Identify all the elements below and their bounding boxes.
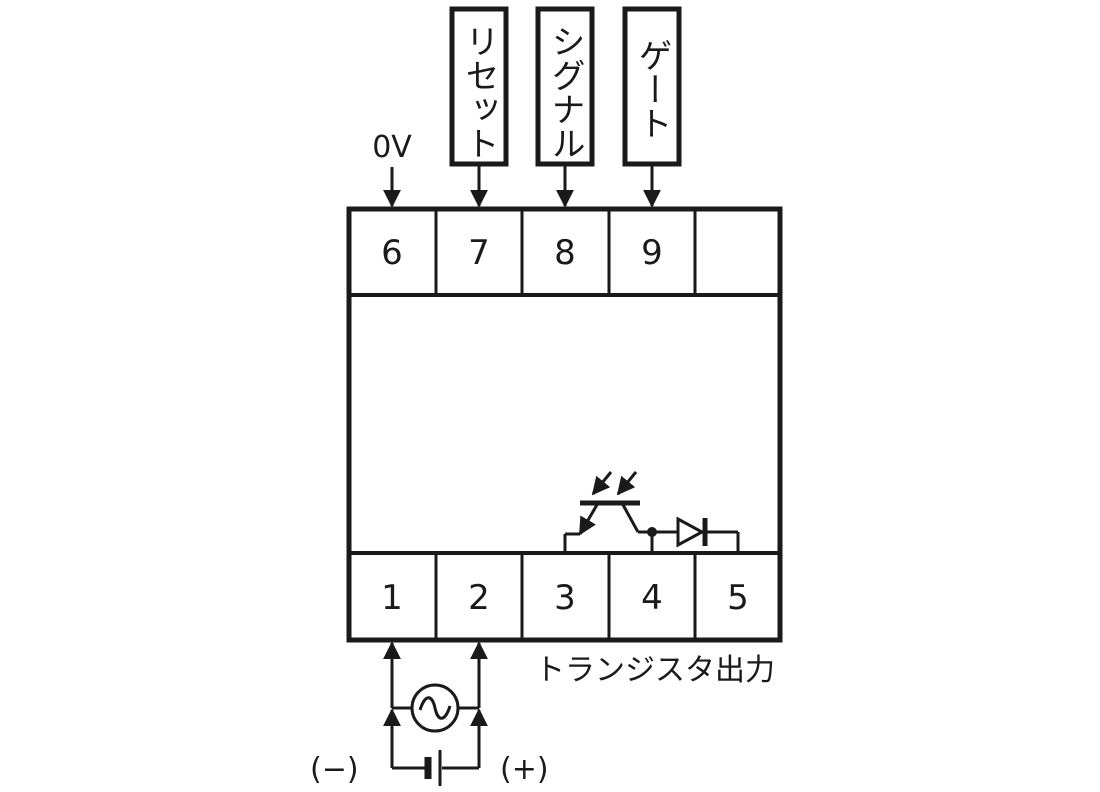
label-negative: (−): [310, 752, 359, 787]
terminal-8: 8: [554, 233, 576, 273]
terminal-5: 5: [727, 578, 749, 618]
phototransistor-circuit: [563, 471, 740, 553]
input-box-reset: [449, 6, 509, 208]
label-0v: 0V: [372, 130, 412, 165]
ac-source-icon: [410, 683, 460, 733]
terminal-6: 6: [381, 233, 403, 273]
terminal-2: 2: [468, 578, 490, 618]
label-transistor-output: トランジスタ出力: [535, 653, 775, 688]
supply-wiring: [383, 641, 488, 770]
device-body: [346, 206, 783, 643]
label-positive: (+): [500, 752, 549, 787]
label-gate: ゲート: [632, 38, 672, 140]
terminal-7: 7: [468, 233, 490, 273]
terminal-1: 1: [381, 578, 403, 618]
terminal-3: 3: [554, 578, 576, 618]
input-box-signal: [535, 6, 595, 208]
dc-battery-icon: [424, 750, 442, 786]
label-signal: シグナル: [545, 24, 585, 160]
terminal-4: 4: [641, 578, 663, 618]
junction-dot: [647, 527, 657, 537]
input-box-gate: [622, 6, 682, 208]
terminal-9: 9: [641, 233, 663, 273]
label-reset: リセット: [459, 24, 499, 160]
